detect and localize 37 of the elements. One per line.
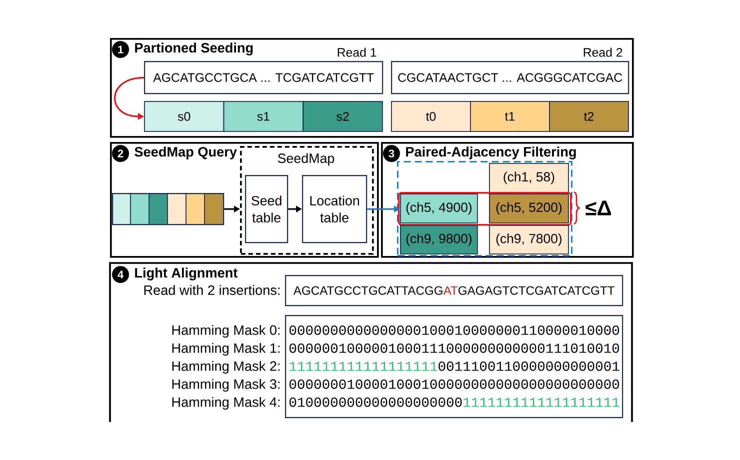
threshold-label: ≤Δ [586,200,611,216]
node-label: 0000000000000000100010000000110000010000 [290,326,620,335]
node-label: 1111111111111111110011100110000000000001 [290,362,620,371]
sequence-box: AGCATGCCTGCA ... TCGATCATCGTT [144,61,384,94]
step-badge: 4 [112,266,129,283]
step-badge: 2 [112,145,129,162]
table-box: Seed table [245,175,288,244]
table-box: Location table [302,175,368,244]
seed-cell: t1 [470,101,550,132]
row-label: Hamming Mask 1: [172,342,280,356]
bit-mask-box: 0000000000000000100010000000110000010000 0000001000001000111000000000000111010010 1111111111111111110011100110000000000001 0000000100001000100000000000000000000000 0100000000000000000001111111111111111111 [285,315,624,418]
seed-cell: t2 [549,101,629,132]
location-cell: (ch5, 5200) [489,194,569,224]
location-cell: (ch9, 9800) [400,225,478,254]
step-badge: 1 [112,41,129,58]
node-label: 0000001000001000111000000000000111010010 [290,344,620,353]
seed-cell: t0 [391,101,471,132]
read-label: Read with 2 insertions: [144,285,280,295]
row-label: Hamming Mask 2: [172,360,280,374]
node-label: 0000000100001000100000000000000000000000 [290,380,620,389]
location-cell: (ch1, 58) [489,163,569,193]
dashed-outline [397,161,572,256]
node-label: 0100000000000000000001111111111111111111 [290,398,620,407]
step-badge: 3 [383,145,400,162]
seed-cell: s2 [302,101,383,132]
sequence-box: AGCATGCCTGCATTACGGATGAGAGTCTCGATCATCGTT [285,275,624,306]
row-label: Hamming Mask 3: [172,378,280,392]
location-cell: (ch9, 7800) [489,225,569,254]
location-cell: (ch5, 4900) [400,194,478,224]
row-label: Hamming Mask 0: [172,324,280,338]
read-label: Read 1 [338,48,376,57]
sequence-box: CGCATAACTGCT ... ACGGGCATCGAC [391,61,630,94]
row-label: Hamming Mask 4: [172,396,280,410]
seed-strip [112,192,224,226]
seed-cell: s0 [144,101,224,132]
seed-cell: s1 [223,101,304,132]
read-label: Read 2 [584,48,622,57]
